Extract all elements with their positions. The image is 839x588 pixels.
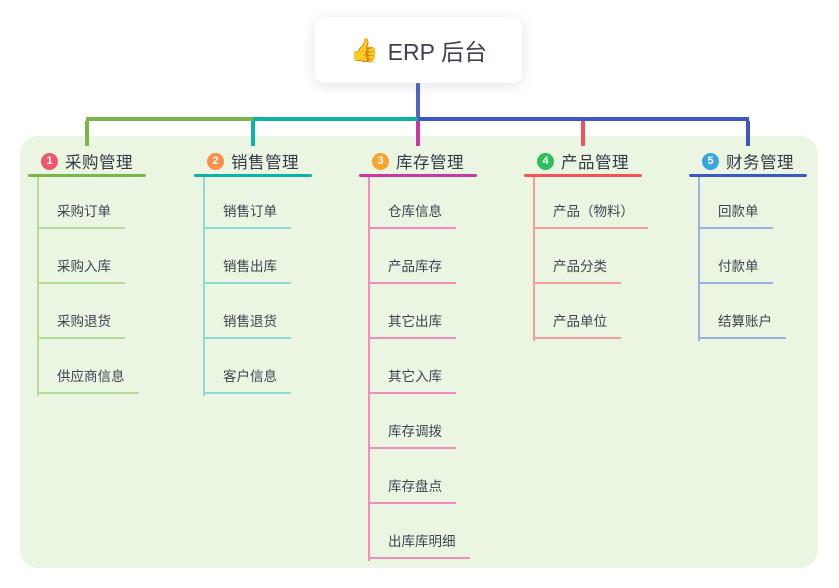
branch-underline xyxy=(524,174,642,177)
branch-children: 产品（物料） 产品分类产品单位 xyxy=(533,174,648,339)
branch-node-5[interactable]: 5 财务管理 xyxy=(702,148,794,174)
branch-title: 库存管理 xyxy=(396,154,464,172)
branches-panel xyxy=(20,136,818,568)
branch-children: 仓库信息产品库存其它出库其它入库库存调拨库存盘点出库库明细 xyxy=(368,174,470,559)
branch-underline xyxy=(194,174,312,177)
child-node-label: 结算账户 xyxy=(698,310,786,339)
bus-connector-segment xyxy=(253,117,418,121)
child-node-label: 客户信息 xyxy=(203,365,291,394)
child-node[interactable]: 出库库明细 xyxy=(368,504,470,559)
branch-drop-connector xyxy=(251,121,255,146)
child-node-label: 库存调拨 xyxy=(368,420,456,449)
child-node-label: 销售退货 xyxy=(203,310,291,339)
child-node[interactable]: 销售出库 xyxy=(203,229,291,284)
child-node-label: 采购订单 xyxy=(37,200,125,229)
branch-underline xyxy=(359,174,477,177)
branch-node-1[interactable]: 1 采购管理 xyxy=(41,148,133,174)
branch-children: 销售订单销售出库销售退货客户信息 xyxy=(203,174,291,394)
thumbs-up-icon: 👍 xyxy=(350,36,379,63)
child-node-label: 供应商信息 xyxy=(37,365,139,394)
branch-trunk-connector xyxy=(533,177,535,341)
branch-trunk-connector xyxy=(698,177,700,341)
root-label: ERP 后台 xyxy=(387,39,487,65)
child-node[interactable]: 回款单 xyxy=(698,174,784,229)
branch-underline xyxy=(28,174,146,177)
bus-connector-segment xyxy=(86,117,253,121)
child-node-label: 采购入库 xyxy=(37,255,125,284)
child-node[interactable]: 其它入库 xyxy=(368,339,456,394)
branch-number-badge: 5 xyxy=(702,152,719,170)
child-node[interactable]: 付款单 xyxy=(698,229,784,284)
child-node-label: 产品库存 xyxy=(368,255,456,284)
branch-children: 采购订单采购入库采购退货供应商信息 xyxy=(37,174,139,394)
branch-drop-connector xyxy=(416,121,420,146)
branch-node-2[interactable]: 2 销售管理 xyxy=(207,148,299,174)
child-node-label: 采购退货 xyxy=(37,310,125,339)
child-node-label: 销售订单 xyxy=(203,200,291,229)
root-node[interactable]: 👍 ERP 后台 xyxy=(315,17,522,83)
branch-number-badge: 1 xyxy=(41,152,58,170)
child-node[interactable]: 结算账户 xyxy=(698,284,786,339)
branch-trunk-connector xyxy=(368,177,370,561)
branch-title: 财务管理 xyxy=(726,154,794,172)
branch-drop-connector xyxy=(581,121,585,146)
child-node-label: 其它出库 xyxy=(368,310,456,339)
child-node[interactable]: 其它出库 xyxy=(368,284,456,339)
branch-underline xyxy=(689,174,807,177)
branch-title: 产品管理 xyxy=(561,154,629,172)
child-node[interactable]: 采购退货 xyxy=(37,284,125,339)
child-node[interactable]: 销售订单 xyxy=(203,174,291,229)
child-node[interactable]: 产品库存 xyxy=(368,229,456,284)
branch-number-badge: 3 xyxy=(372,152,389,170)
child-node[interactable]: 仓库信息 xyxy=(368,174,456,229)
child-node[interactable]: 产品（物料） xyxy=(533,174,648,229)
child-node[interactable]: 供应商信息 xyxy=(37,339,139,394)
child-node[interactable]: 采购入库 xyxy=(37,229,125,284)
branch-drop-connector xyxy=(746,121,750,146)
child-node-label: 产品（物料） xyxy=(533,200,648,229)
child-node-label: 销售出库 xyxy=(203,255,291,284)
branch-title: 采购管理 xyxy=(65,154,133,172)
child-node-label: 产品分类 xyxy=(533,255,621,284)
child-node[interactable]: 采购订单 xyxy=(37,174,125,229)
child-node-label: 回款单 xyxy=(698,200,773,229)
root-connector-line xyxy=(416,83,420,119)
child-node[interactable]: 销售退货 xyxy=(203,284,291,339)
branch-trunk-connector xyxy=(37,177,39,396)
child-node[interactable]: 库存盘点 xyxy=(368,449,456,504)
branch-node-3[interactable]: 3 库存管理 xyxy=(372,148,464,174)
bus-connector-segment xyxy=(418,117,749,121)
child-node-label: 库存盘点 xyxy=(368,475,456,504)
child-node-label: 产品单位 xyxy=(533,310,621,339)
branch-trunk-connector xyxy=(203,177,205,396)
child-node-label: 出库库明细 xyxy=(368,530,470,559)
child-node-label: 付款单 xyxy=(698,255,773,284)
branch-children: 回款单付款单结算账户 xyxy=(698,174,786,339)
branch-number-badge: 4 xyxy=(537,152,554,170)
branch-title: 销售管理 xyxy=(231,154,299,172)
child-node[interactable]: 库存调拨 xyxy=(368,394,456,449)
branch-node-4[interactable]: 4 产品管理 xyxy=(537,148,629,174)
child-node[interactable]: 客户信息 xyxy=(203,339,291,394)
branch-number-badge: 2 xyxy=(207,152,224,170)
child-node-label: 其它入库 xyxy=(368,365,456,394)
child-node[interactable]: 产品单位 xyxy=(533,284,621,339)
child-node[interactable]: 产品分类 xyxy=(533,229,621,284)
child-node-label: 仓库信息 xyxy=(368,200,456,229)
branch-drop-connector xyxy=(85,121,89,146)
